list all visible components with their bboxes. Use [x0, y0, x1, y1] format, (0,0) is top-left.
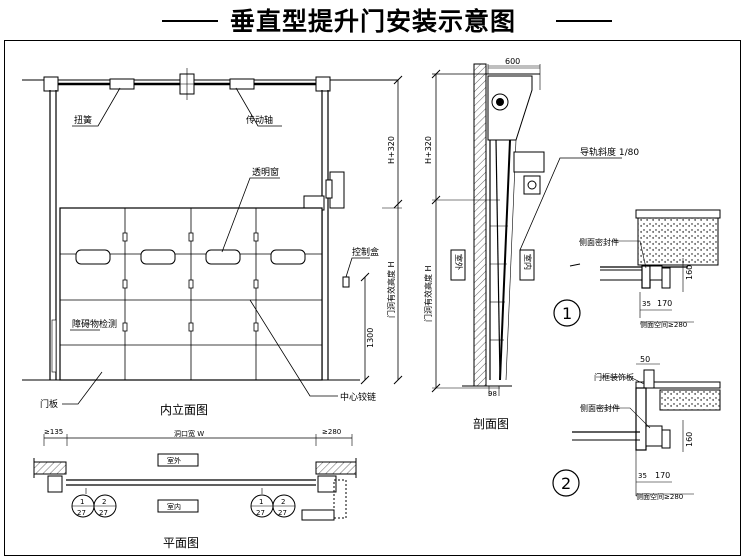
caption-section: 剖面图 — [473, 417, 509, 431]
drawing-frame — [4, 40, 741, 556]
label-window: 透明窗 — [252, 166, 279, 178]
dim-h320-right: H+320 — [424, 136, 433, 164]
dim-door-height-left: 门洞有效高度 H — [386, 261, 396, 318]
detail-2-marker — [552, 469, 580, 497]
coupling — [229, 78, 255, 90]
caption-plan: 平面图 — [163, 536, 199, 550]
label-outdoor: 室外 — [454, 254, 464, 270]
window-4 — [270, 249, 306, 265]
dim-600: 600 — [505, 57, 520, 66]
detail-1-marker — [553, 299, 581, 327]
dim-160-2: 160 — [685, 432, 694, 447]
dim-35-2: 35 — [638, 472, 647, 480]
label-torsion-spring: 扭簧 — [74, 114, 92, 126]
ref-1-top: 1 — [80, 498, 84, 506]
plan-view — [33, 434, 357, 521]
side-space-1: 侧面空间≥280 — [640, 320, 687, 329]
label-center-hinge: 中心铰链 — [340, 391, 376, 403]
dim-35-1: 35 — [642, 300, 651, 308]
dim-170-2: 170 — [655, 471, 670, 480]
dim-280: ≥280 — [322, 428, 341, 436]
section-view — [431, 63, 622, 396]
left-bearing — [43, 76, 59, 92]
window-2 — [140, 249, 176, 265]
control-box — [342, 276, 350, 288]
label-drive-shaft: 传动轴 — [246, 114, 273, 126]
dim-135: ≥135 — [44, 428, 63, 436]
detail-2 — [572, 363, 721, 496]
window-3 — [205, 249, 241, 265]
ref-2b-bottom: 27 — [278, 509, 287, 517]
ref-2-top: 2 — [102, 498, 106, 506]
header-housing — [487, 75, 533, 141]
label-obstacle-detect: 障碍物检测 — [72, 318, 117, 330]
right-bearing — [315, 76, 331, 92]
caption-elevation: 内立面图 — [160, 402, 208, 417]
page-title: 垂直型提升门安装示意图 — [229, 7, 516, 36]
label-control-box: 控制盒 — [352, 246, 379, 258]
label-side-seal-2: 侧面密封件 — [580, 403, 620, 413]
dim-170-1: 170 — [657, 299, 672, 308]
wall-column — [473, 63, 487, 387]
ref-2b-top: 2 — [281, 498, 285, 506]
dim-160-1: 160 — [685, 265, 694, 280]
opening-width: 洞口宽 W — [174, 429, 204, 438]
title-line-left — [162, 20, 218, 22]
detail-2-label: 2 — [561, 474, 571, 493]
dim-h320-left: H+320 — [387, 136, 396, 164]
plan-outdoor: 室外 — [167, 456, 181, 465]
dim-50: 50 — [640, 355, 650, 364]
ref-1b-top: 1 — [259, 498, 263, 506]
title-bar: 垂直型提升门安装示意图 — [0, 0, 746, 42]
title-line-right — [556, 20, 612, 22]
dim-door-height-right: 门洞有效高度 H — [423, 265, 433, 322]
elevation-view — [22, 68, 403, 405]
dim-98: 98 — [488, 390, 497, 398]
plan-indoor: 室内 — [167, 502, 181, 511]
label-track-slope: 导轨斜度 1/80 — [580, 146, 639, 158]
label-frame-trim: 门框装饰板 — [594, 372, 634, 382]
ref-1-bottom: 27 — [77, 509, 86, 517]
ref-2-bottom: 27 — [99, 509, 108, 517]
window-1 — [75, 249, 111, 265]
ref-1b-bottom: 27 — [256, 509, 265, 517]
label-indoor: 室内 — [523, 254, 533, 270]
detail-1-label: 1 — [562, 304, 572, 323]
detail-1 — [569, 209, 721, 323]
side-space-2: 侧面空间≥280 — [636, 492, 683, 501]
label-door-panel: 门板 — [40, 398, 58, 410]
dim-1300: 1300 — [366, 328, 375, 348]
label-side-seal-1: 侧面密封件 — [579, 237, 619, 247]
torsion-spring-part — [109, 78, 135, 90]
